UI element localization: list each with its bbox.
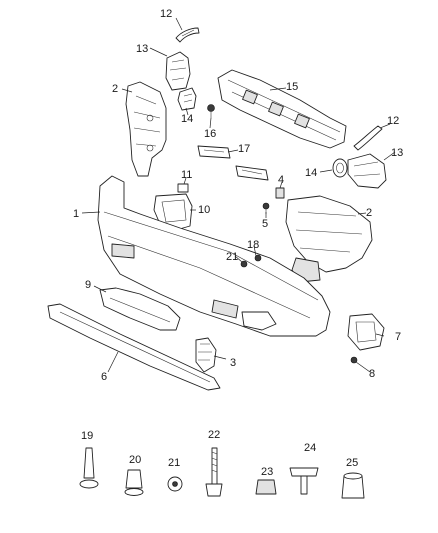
callout-21-mid: 21 [226,251,238,263]
part-13-right-bracket [347,153,387,189]
leader-lines [81,17,396,373]
part-23-clip [255,479,277,495]
part-5-screw [262,202,270,214]
part-20-nut-clip [124,469,144,496]
part-8-screw [350,356,358,364]
part-21-screw-fastener [167,476,183,492]
callout-5: 5 [262,218,268,230]
part-12-right-strip [353,125,383,151]
callout-2-left: 2 [112,83,118,95]
callout-13-upper: 13 [136,43,148,55]
part-13-left-bracket [165,51,191,91]
part-16-screw [207,104,215,118]
callout-14-right: 14 [305,167,317,179]
callout-2-right: 2 [366,207,372,219]
callout-labels: 12 13 2 14 16 15 12 13 14 17 11 10 4 5 2… [73,8,403,478]
callout-18: 18 [247,239,259,251]
callout-7: 7 [395,331,401,343]
callout-10: 10 [198,204,210,216]
callout-17: 17 [238,143,250,155]
part-22-bolt [205,447,223,497]
part-3-lower-grille [195,337,217,373]
callout-16: 16 [204,128,216,140]
part-11-clip [177,183,189,193]
part-9-grille-insert [99,287,181,331]
callout-8: 8 [369,368,375,380]
part-10-lamp-bezel [153,193,193,231]
callout-13-right: 13 [391,147,403,159]
callout-12-right: 12 [387,115,399,127]
part-25-retainer [341,472,365,499]
callout-14-upper: 14 [181,113,193,125]
callout-11: 11 [181,169,192,181]
callout-24: 24 [304,442,316,454]
part-6-skid-plate [47,303,221,391]
part-1-bumper-fascia [97,175,331,337]
callout-9: 9 [85,279,91,291]
callout-22: 22 [208,429,220,441]
part-2-left-bracket [125,81,167,177]
part-12-upper-strip [175,27,200,43]
part-4-clip [275,187,285,199]
part-17-sensor-brackets [197,145,269,181]
callout-21-fastener: 21 [168,457,180,469]
callout-19: 19 [81,430,93,442]
part-21-screw-mid [240,260,248,268]
part-7-fog-lamp [347,313,385,351]
part-19-pushpin [79,447,99,489]
part-24-stud [289,467,319,495]
part-14-right-clip [332,158,348,178]
callout-15: 15 [286,81,298,93]
callout-1: 1 [73,208,79,220]
callout-6: 6 [101,371,107,383]
part-2-right-bracket [285,195,373,283]
callout-20: 20 [129,454,141,466]
callout-12-upper: 12 [160,8,172,20]
callout-4: 4 [278,174,284,186]
callout-25: 25 [346,457,358,469]
part-18-screw [254,254,262,262]
part-14-upper-clip [177,87,197,111]
callout-23: 23 [261,466,273,478]
part-15-reinforcement [217,69,347,149]
callout-3: 3 [230,357,236,369]
